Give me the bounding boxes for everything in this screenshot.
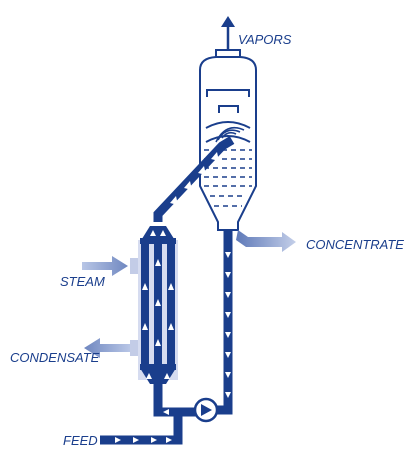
- recirculation-pipe: [153, 378, 195, 417]
- concentrate-arrow: [236, 230, 296, 252]
- concentrate-label: CONCENTRATE: [306, 237, 404, 252]
- condensate-label: CONDENSATE: [10, 350, 100, 365]
- riser-pipe: [153, 136, 235, 222]
- spray-inlet: [215, 126, 245, 143]
- condensate-arrow: [84, 338, 130, 358]
- vapors-label: VAPORS: [238, 32, 292, 47]
- vapors-arrow: [221, 16, 235, 50]
- steam-label: STEAM: [60, 274, 105, 289]
- liquid-level-lines: [204, 149, 252, 207]
- steam-arrow: [82, 256, 128, 276]
- heat-exchanger: [130, 226, 178, 384]
- feed-pipe: [100, 407, 196, 445]
- pump: [193, 397, 219, 423]
- concentrate-return-pipe: [216, 230, 233, 415]
- feed-label: FEED: [63, 433, 98, 448]
